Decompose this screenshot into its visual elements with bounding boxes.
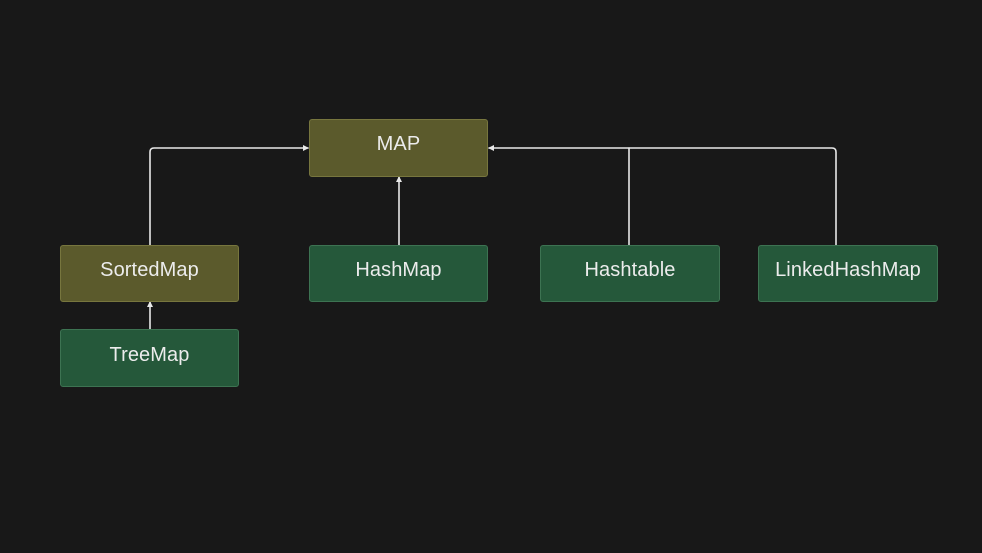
node-hashmap-label: HashMap	[355, 259, 442, 281]
edge-sortedmap-to-map	[149, 145, 309, 246]
node-treemap: TreeMap	[60, 329, 239, 387]
node-linkedhashmap-label: LinkedHashMap	[775, 259, 921, 281]
node-linkedhashmap: LinkedHashMap	[758, 245, 938, 302]
edge-linkedhashmap-to-map	[488, 145, 837, 246]
node-sortedmap: SortedMap	[60, 245, 239, 302]
node-treemap-label: TreeMap	[109, 343, 190, 366]
node-hashtable-label: Hashtable	[584, 259, 676, 281]
node-sortedmap-label: SortedMap	[100, 259, 199, 281]
node-hashtable: Hashtable	[540, 245, 720, 302]
node-map: MAP	[309, 119, 488, 177]
node-map-label: MAP	[376, 132, 421, 155]
node-hashmap: HashMap	[309, 245, 488, 302]
